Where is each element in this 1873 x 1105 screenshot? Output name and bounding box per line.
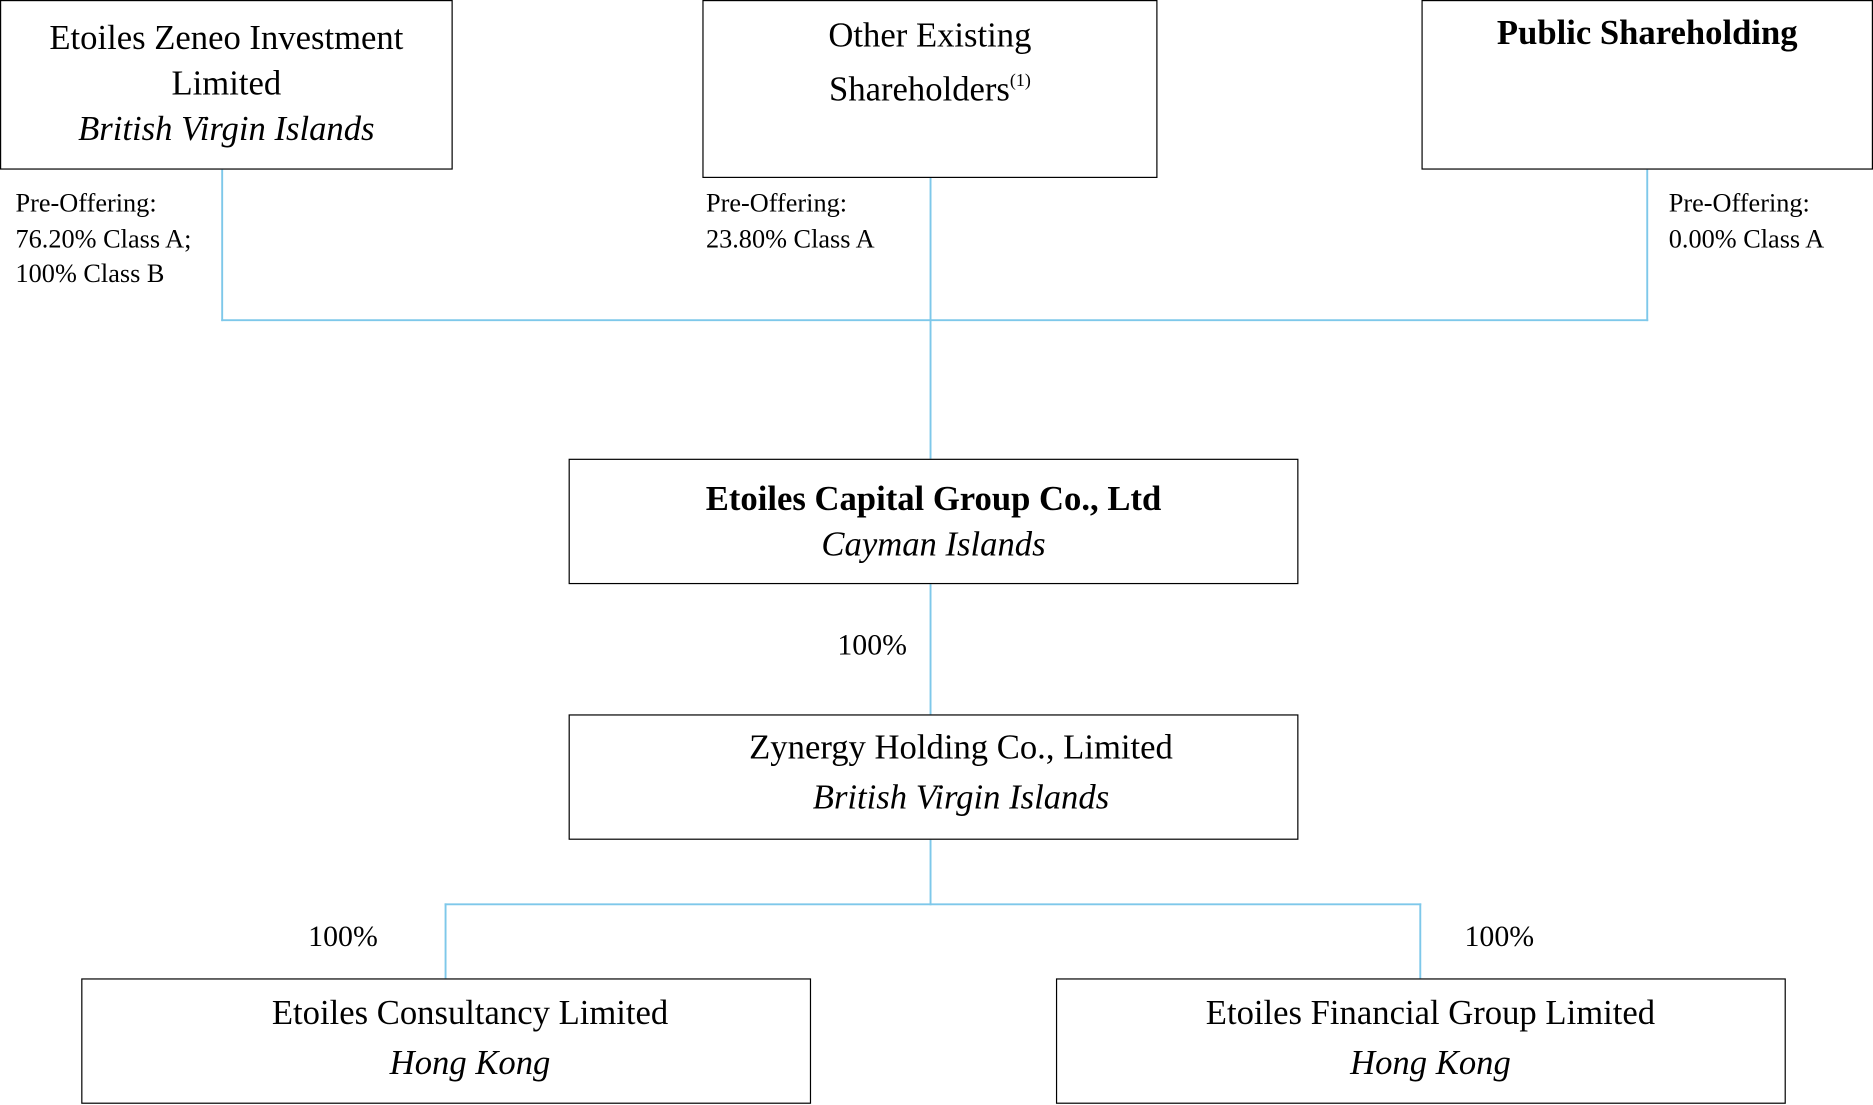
consultancy-jurisdiction: Hong Kong	[389, 1044, 551, 1083]
other-shareholders-holding-label: Pre-Offering: 23.80% Class A	[706, 185, 875, 255]
consultancy-ownership-label: 100%	[308, 921, 378, 954]
consultancy-name: Etoiles Consultancy Limited	[271, 993, 669, 1033]
other-shareholders-name-line2: Shareholders(1)	[704, 59, 1157, 113]
zeneo-holding-label: Pre-Offering: 76.20% Class A; 100% Class…	[16, 185, 192, 291]
zynergy-ownership-label: 100%	[837, 629, 908, 662]
zeneo-holding-class-b: 100% Class B	[15, 258, 165, 288]
zynergy-name: Zynergy Holding Co., Limited	[749, 728, 1173, 767]
zynergy-jurisdiction: British Virgin Islands	[812, 778, 1110, 818]
public-holding-label: Pre-Offering: 0.00% Class A	[1669, 185, 1825, 255]
zeneo-box: Etoiles Zeneo Investment Limited British…	[0, 0, 453, 170]
capital-group-jurisdiction: Cayman Islands	[821, 525, 1046, 564]
other-shareholders-box: Other Existing Shareholders(1)	[702, 0, 1158, 178]
public-holding-class-a: 0.00% Class A	[1668, 222, 1825, 253]
other-shareholders-holding-class-a: 23.80% Class A	[705, 222, 875, 253]
financial-group-ownership-label: 100%	[1464, 921, 1535, 954]
other-shareholders-name-text: Shareholders	[829, 70, 1010, 109]
public-shareholding-name: Public Shareholding	[1496, 14, 1798, 53]
zeneo-jurisdiction: British Virgin Islands	[78, 109, 375, 149]
other-shareholders-holding-heading: Pre-Offering:	[705, 187, 848, 218]
zeneo-name-line2: Limited	[171, 64, 282, 103]
other-shareholders-name-line1: Other Existing	[828, 16, 1032, 55]
zynergy-box: Zynergy Holding Co., Limited British Vir…	[568, 714, 1299, 840]
zeneo-holding-class-a: 76.20% Class A;	[15, 222, 192, 253]
consultancy-box: Etoiles Consultancy Limited Hong Kong	[81, 978, 812, 1104]
capital-group-name: Etoiles Capital Group Co., Ltd	[705, 480, 1162, 519]
financial-group-jurisdiction: Hong Kong	[1350, 1044, 1511, 1083]
footnote-marker: (1)	[1009, 71, 1031, 91]
financial-group-name: Etoiles Financial Group Limited	[1205, 993, 1656, 1033]
public-holding-heading: Pre-Offering:	[1668, 187, 1810, 218]
zeneo-name-line1: Etoiles Zeneo Investment	[49, 19, 404, 58]
financial-group-box: Etoiles Financial Group Limited Hong Kon…	[1055, 978, 1786, 1104]
public-shareholding-box: Public Shareholding	[1421, 0, 1873, 170]
capital-group-box: Etoiles Capital Group Co., Ltd Cayman Is…	[568, 458, 1299, 585]
zeneo-holding-heading: Pre-Offering:	[15, 187, 157, 218]
